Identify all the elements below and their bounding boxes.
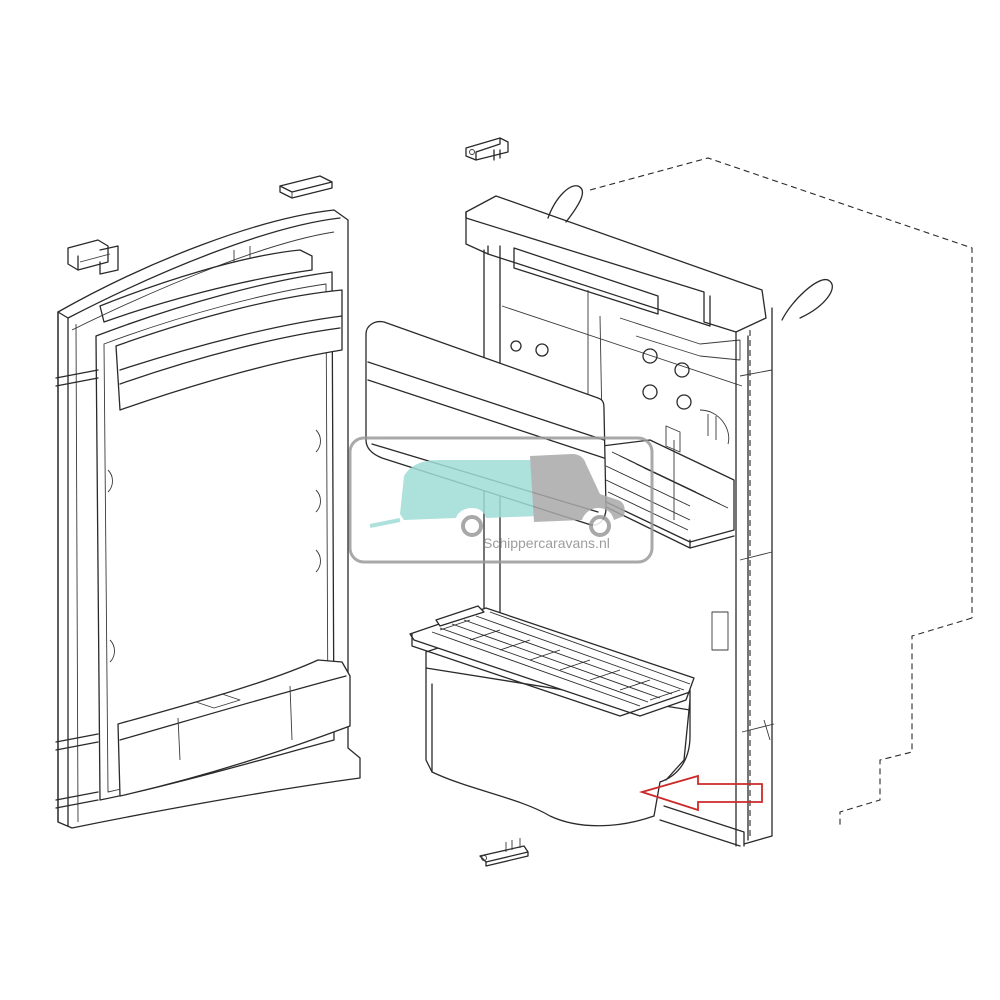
watermark-logo: Schippercaravans.nl xyxy=(348,436,654,564)
lower-wire-shelf xyxy=(409,605,695,717)
refrigerator-door xyxy=(55,209,361,829)
watermark-text: Schippercaravans.nl xyxy=(483,535,610,551)
top-hinge-part xyxy=(465,137,509,161)
arrow-left-icon xyxy=(638,774,763,812)
caravan-silhouette xyxy=(369,460,540,537)
door-top-cover-part xyxy=(279,175,333,199)
door-hinge-part xyxy=(67,239,119,275)
camper-silhouette xyxy=(530,454,625,537)
bottom-hinge-part xyxy=(479,838,529,867)
watermark-frame xyxy=(348,436,654,564)
